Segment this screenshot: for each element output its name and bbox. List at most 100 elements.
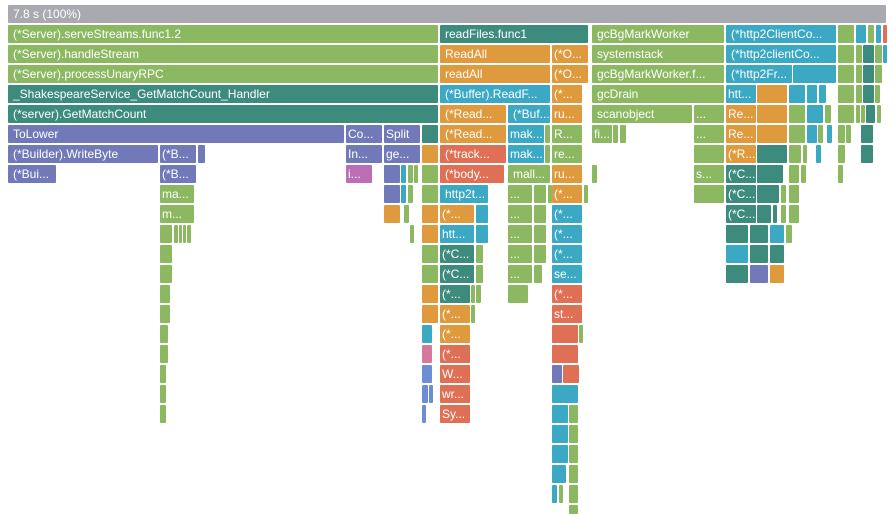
flame-frame[interactable]: gcBgMarkWorker.f...	[592, 65, 724, 83]
flame-frame-unlabeled[interactable]	[838, 145, 845, 163]
flame-frame-unlabeled[interactable]	[552, 385, 578, 403]
flame-frame-unlabeled[interactable]	[476, 245, 483, 263]
flame-frame-unlabeled[interactable]	[757, 205, 771, 223]
flame-frame-unlabeled[interactable]	[801, 165, 806, 183]
flame-frame-unlabeled[interactable]	[877, 105, 881, 123]
flame-frame-unlabeled[interactable]	[750, 265, 768, 283]
flame-frame[interactable]: fi...	[592, 125, 612, 143]
flame-frame-unlabeled[interactable]	[569, 425, 578, 443]
flame-frame-unlabeled[interactable]	[476, 225, 488, 243]
flame-frame[interactable]: readFiles.func1	[440, 25, 588, 43]
flame-frame-unlabeled[interactable]	[422, 345, 432, 363]
flame-frame-unlabeled[interactable]	[552, 405, 568, 423]
flame-frame-unlabeled[interactable]	[508, 285, 528, 303]
flame-frame[interactable]: (*...	[440, 325, 470, 343]
flame-frame-unlabeled[interactable]	[620, 125, 626, 143]
flame-frame-unlabeled[interactable]	[422, 365, 432, 383]
flame-frame[interactable]: (*http2clientCo...	[726, 45, 836, 63]
flame-frame-unlabeled[interactable]	[384, 205, 400, 223]
flame-frame-unlabeled[interactable]	[198, 145, 205, 163]
flame-frame-unlabeled[interactable]	[160, 285, 170, 303]
flame-frame-unlabeled[interactable]	[160, 345, 168, 363]
flame-frame-unlabeled[interactable]	[160, 385, 166, 403]
flame-frame[interactable]: ...	[694, 105, 724, 123]
flame-frame-unlabeled[interactable]	[384, 185, 400, 203]
flame-frame[interactable]: wr...	[440, 385, 470, 403]
flame-frame[interactable]: (*...	[552, 225, 582, 243]
flame-frame[interactable]: (*...	[440, 285, 470, 303]
flame-frame-unlabeled[interactable]	[846, 125, 851, 143]
flame-frame-unlabeled[interactable]	[401, 165, 406, 183]
flame-frame-unlabeled[interactable]	[187, 225, 191, 243]
flame-frame[interactable]: gcDrain	[592, 85, 724, 103]
flame-frame-unlabeled[interactable]	[404, 205, 409, 223]
flame-frame[interactable]: Re...	[726, 125, 756, 143]
flame-frame[interactable]: ...	[508, 245, 532, 263]
flame-frame[interactable]: ...	[508, 205, 532, 223]
flame-frame[interactable]: mall...	[508, 165, 550, 183]
flame-frame-unlabeled[interactable]	[552, 365, 562, 383]
flame-frame-unlabeled[interactable]	[838, 125, 845, 143]
flame-frame-unlabeled[interactable]	[825, 105, 831, 123]
flame-frame-unlabeled[interactable]	[414, 165, 418, 183]
flame-frame-unlabeled[interactable]	[863, 85, 874, 103]
flame-frame-unlabeled[interactable]	[471, 305, 475, 323]
flame-frame-unlabeled[interactable]	[856, 105, 860, 123]
flame-frame-unlabeled[interactable]	[422, 225, 438, 243]
flame-frame-unlabeled[interactable]	[726, 225, 748, 243]
flame-frame[interactable]: re...	[552, 145, 582, 163]
flame-frame-unlabeled[interactable]	[838, 25, 854, 43]
flame-frame[interactable]: ...	[508, 185, 532, 203]
flame-frame[interactable]: (*...	[552, 245, 582, 263]
flame-frame-unlabeled[interactable]	[838, 65, 854, 83]
flame-frame[interactable]: http2t...	[440, 185, 488, 203]
flame-frame-unlabeled[interactable]	[838, 165, 843, 183]
flame-frame-unlabeled[interactable]	[789, 145, 801, 163]
flame-frame-unlabeled[interactable]	[856, 65, 862, 83]
flame-frame[interactable]: (*C...	[726, 165, 756, 183]
flame-frame-unlabeled[interactable]	[838, 45, 854, 63]
flame-frame[interactable]: W...	[440, 365, 470, 383]
flame-frame-unlabeled[interactable]	[861, 145, 873, 163]
flame-frame-unlabeled[interactable]	[471, 285, 475, 303]
flame-frame-unlabeled[interactable]	[160, 225, 172, 243]
flame-frame-unlabeled[interactable]	[548, 185, 552, 203]
flame-frame-unlabeled[interactable]	[183, 225, 186, 243]
flame-frame-unlabeled[interactable]	[422, 145, 438, 163]
flame-frame-unlabeled[interactable]	[786, 225, 792, 243]
flame-frame-unlabeled[interactable]	[750, 245, 768, 263]
flame-frame-unlabeled[interactable]	[838, 85, 854, 103]
flame-frame[interactable]: m...	[160, 205, 194, 223]
flame-frame-unlabeled[interactable]	[422, 185, 438, 203]
flame-frame[interactable]: Re...	[726, 105, 756, 123]
flame-frame-unlabeled[interactable]	[476, 265, 483, 283]
flame-frame-unlabeled[interactable]	[410, 225, 414, 243]
flame-frame-unlabeled[interactable]	[476, 285, 481, 303]
flame-frame-unlabeled[interactable]	[694, 185, 724, 203]
flame-frame[interactable]: In...	[346, 145, 382, 163]
flame-frame[interactable]: (*C...	[726, 185, 756, 203]
flame-frame[interactable]: (*Read...	[440, 105, 506, 123]
flame-frame[interactable]: (*Server).serveStreams.func1.2	[8, 25, 438, 43]
flame-frame[interactable]: htt...	[440, 225, 474, 243]
flame-frame[interactable]: ReadAll	[440, 45, 550, 63]
flame-frame-unlabeled[interactable]	[803, 145, 807, 163]
flame-frame[interactable]: ma...	[160, 185, 194, 203]
flame-frame-unlabeled[interactable]	[552, 485, 557, 503]
flame-frame-unlabeled[interactable]	[422, 405, 426, 423]
flame-frame-unlabeled[interactable]	[856, 85, 862, 103]
flame-frame[interactable]: (*C...	[726, 205, 756, 223]
flame-frame-unlabeled[interactable]	[856, 45, 862, 63]
flame-frame[interactable]: (*Server).processUnaryRPC	[8, 65, 438, 83]
flame-frame[interactable]: (*Buffer).ReadF...	[440, 85, 550, 103]
flame-frame-unlabeled[interactable]	[789, 85, 805, 103]
flame-frame-unlabeled[interactable]	[563, 365, 579, 383]
flame-frame-unlabeled[interactable]	[726, 245, 748, 263]
flame-frame[interactable]: scanobject	[592, 105, 692, 123]
flame-frame-unlabeled[interactable]	[408, 185, 413, 203]
flame-frame-unlabeled[interactable]	[789, 125, 805, 143]
flame-frame[interactable]: ToLower	[8, 125, 344, 143]
flame-frame[interactable]: (*...	[440, 345, 470, 363]
flame-frame[interactable]: (*B...	[160, 165, 196, 183]
